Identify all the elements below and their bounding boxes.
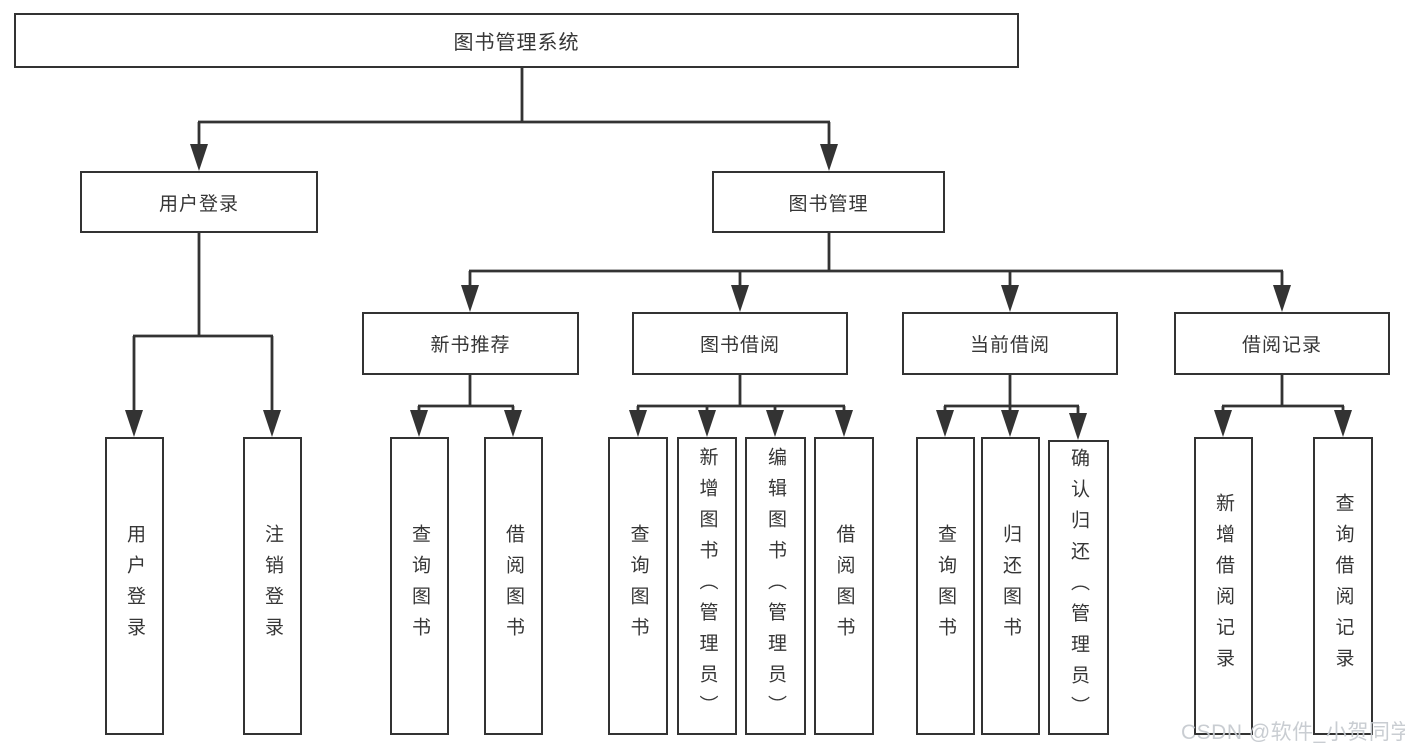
node-label: 用户登录	[158, 193, 239, 215]
node-label: 查询图书	[935, 524, 956, 648]
arrowhead-icon	[820, 144, 838, 171]
node-add-borrow-record: 新增借阅记录	[1194, 437, 1253, 735]
arrowhead-icon	[190, 144, 208, 171]
node-confirm-return-admin: 确认归还（管理员）	[1048, 440, 1109, 735]
node-label: 新书推荐	[430, 335, 511, 356]
node-label: 查询图书	[627, 524, 649, 648]
node-label: 当前借阅	[969, 335, 1050, 356]
node-label: 查询图书	[409, 524, 430, 648]
arrowhead-icon	[629, 410, 647, 437]
arrowhead-icon	[1001, 285, 1019, 312]
node-label: 图书管理	[788, 193, 869, 215]
node-book-management: 图书管理	[712, 171, 945, 233]
arrowhead-icon	[461, 285, 479, 312]
node-book-borrow: 图书借阅	[632, 312, 848, 375]
node-label: 查询借阅记录	[1332, 493, 1354, 679]
node-query-books-borrow: 查询图书	[608, 437, 668, 735]
node-label: 确认归还（管理员）	[1068, 448, 1089, 727]
node-label: 注销登录	[262, 524, 283, 648]
node-query-books-current: 查询图书	[916, 437, 975, 735]
arrowhead-icon	[1273, 285, 1291, 312]
arrowhead-icon	[936, 410, 954, 437]
node-add-books-admin: 新增图书（管理员）	[677, 437, 737, 735]
node-label: 借阅记录	[1241, 335, 1322, 356]
arrowhead-icon	[1001, 410, 1019, 437]
node-label: 新增图书（管理员）	[696, 446, 718, 726]
arrowhead-icon	[1334, 410, 1352, 437]
node-query-borrow-record: 查询借阅记录	[1313, 437, 1373, 735]
arrowhead-icon	[698, 410, 716, 437]
node-label: 借阅图书	[833, 524, 855, 648]
arrowhead-icon	[835, 410, 853, 437]
node-user-login-leaf: 用户登录	[105, 437, 164, 735]
node-edit-books-admin: 编辑图书（管理员）	[745, 437, 806, 735]
node-logout-leaf: 注销登录	[243, 437, 302, 735]
watermark: CSDN @软件_小贺同学	[1181, 721, 1405, 744]
node-label: 归还图书	[1000, 524, 1021, 648]
arrowhead-icon	[504, 410, 522, 437]
node-label: 新增借阅记录	[1213, 493, 1234, 679]
arrowhead-icon	[125, 410, 143, 437]
node-borrow-books-recommend: 借阅图书	[484, 437, 543, 735]
node-return-books: 归还图书	[981, 437, 1040, 735]
arrowhead-icon	[731, 285, 749, 312]
arrowhead-icon	[410, 410, 428, 437]
node-borrow-books-borrow: 借阅图书	[814, 437, 874, 735]
node-label: 图书借阅	[699, 335, 780, 356]
node-borrow-records: 借阅记录	[1174, 312, 1390, 375]
arrowhead-icon	[766, 410, 784, 437]
node-user-login: 用户登录	[80, 171, 318, 233]
node-label: 用户登录	[124, 524, 145, 648]
node-query-books-recommend: 查询图书	[390, 437, 449, 735]
node-new-book-recommend: 新书推荐	[362, 312, 579, 375]
node-root-system: 图书管理系统	[14, 13, 1019, 68]
node-label: 图书管理系统	[453, 32, 580, 54]
arrowhead-icon	[1069, 413, 1087, 440]
node-current-borrow: 当前借阅	[902, 312, 1118, 375]
node-label: 编辑图书（管理员）	[765, 446, 786, 726]
node-label: 借阅图书	[503, 524, 524, 648]
arrowhead-icon	[263, 410, 281, 437]
arrowhead-icon	[1214, 410, 1232, 437]
